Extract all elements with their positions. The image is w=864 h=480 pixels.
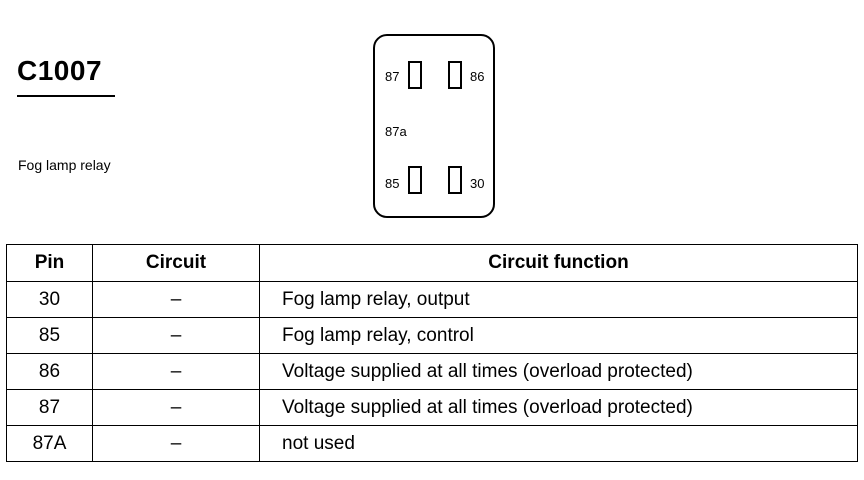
cell-circuit: – xyxy=(92,425,260,462)
header-circuit: Circuit xyxy=(92,244,260,282)
header-pin: Pin xyxy=(6,244,93,282)
table-row: 87 – Voltage supplied at all times (over… xyxy=(6,389,858,426)
table-header-row: Pin Circuit Circuit function xyxy=(6,244,858,282)
table-row: 86 – Voltage supplied at all times (over… xyxy=(6,353,858,390)
pin-slot-85 xyxy=(408,166,422,194)
title-underline xyxy=(17,95,115,97)
pin-label-87a: 87a xyxy=(385,124,407,139)
cell-circuit: – xyxy=(92,353,260,390)
pin-slot-86 xyxy=(448,61,462,89)
cell-pin: 30 xyxy=(6,281,93,318)
cell-function: Fog lamp relay, control xyxy=(259,317,858,354)
cell-pin: 85 xyxy=(6,317,93,354)
pin-table: Pin Circuit Circuit function 30 – Fog la… xyxy=(6,244,858,462)
pin-label-87: 87 xyxy=(385,69,400,84)
header-function: Circuit function xyxy=(259,244,858,282)
pin-label-30: 30 xyxy=(470,176,485,191)
table-row: 30 – Fog lamp relay, output xyxy=(6,281,858,318)
cell-circuit: – xyxy=(92,389,260,426)
cell-circuit: – xyxy=(92,281,260,318)
pin-slot-30 xyxy=(448,166,462,194)
cell-function: Voltage supplied at all times (overload … xyxy=(259,353,858,390)
pin-label-86: 86 xyxy=(470,69,485,84)
pin-label-85: 85 xyxy=(385,176,400,191)
cell-pin: 86 xyxy=(6,353,93,390)
table-row: 87A – not used xyxy=(6,425,858,462)
pin-slot-87 xyxy=(408,61,422,89)
table-row: 85 – Fog lamp relay, control xyxy=(6,317,858,354)
cell-pin: 87A xyxy=(6,425,93,462)
connector-diagram: 87 86 87a 85 30 xyxy=(373,34,495,218)
cell-pin: 87 xyxy=(6,389,93,426)
cell-circuit: – xyxy=(92,317,260,354)
connector-title: C1007 xyxy=(17,55,103,86)
cell-function: Voltage supplied at all times (overload … xyxy=(259,389,858,426)
cell-function: not used xyxy=(259,425,858,462)
cell-function: Fog lamp relay, output xyxy=(259,281,858,318)
connector-description: Fog lamp relay xyxy=(18,157,111,173)
